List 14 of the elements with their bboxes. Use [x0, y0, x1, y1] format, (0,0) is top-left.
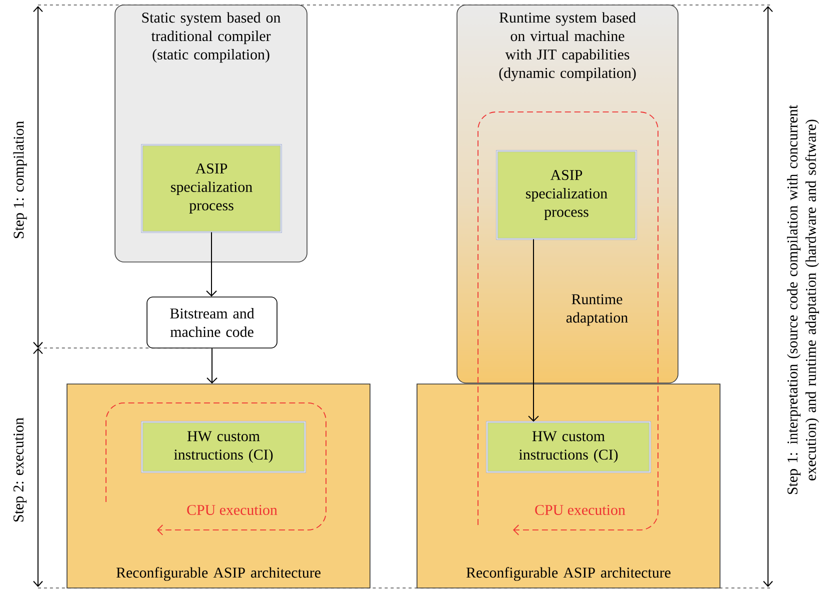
process-box: HW custom instructions (CI): [141, 421, 306, 473]
edge-label: Runtime adaptation: [566, 294, 628, 326]
arrow: [206, 232, 217, 297]
process-box: ASIP specialization process: [496, 150, 637, 240]
process-box: ASIP specialization process: [141, 144, 282, 233]
process-box: HW custom instructions (CI): [486, 421, 651, 473]
step-label: Step 1: compilation: [13, 121, 27, 238]
arrow: [528, 238, 539, 422]
loop-label: CPU execution: [187, 504, 278, 515]
output-box: Bitstream and machine code: [146, 296, 278, 348]
step-label: Step 1: interpretation (source code compilation with concurrent execution) and runtime adaptation (hardware and software): [787, 105, 819, 494]
step-label: Step 2: execution: [13, 418, 27, 522]
arrow: [206, 348, 218, 384]
loop-label: CPU execution: [535, 504, 626, 515]
